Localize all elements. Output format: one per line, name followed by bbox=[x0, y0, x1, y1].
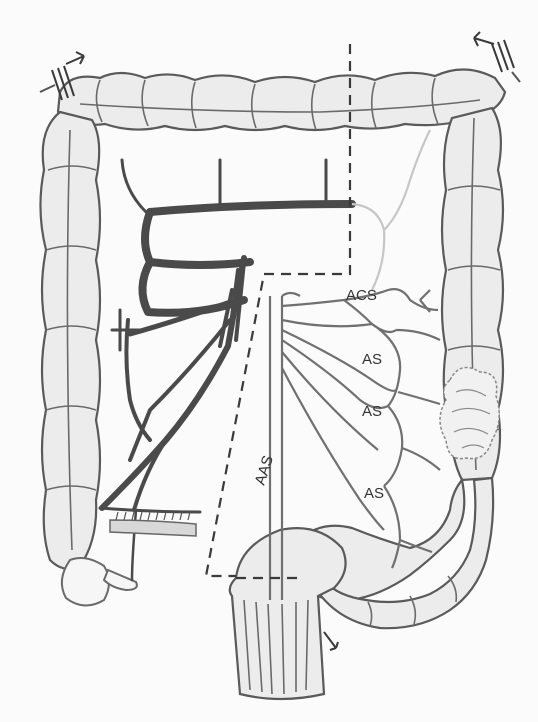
arrow-icon bbox=[324, 632, 338, 650]
label-as-middle: AS bbox=[362, 403, 382, 420]
tumor bbox=[440, 368, 499, 459]
arrow-icon bbox=[66, 52, 84, 64]
ligated-vessels bbox=[100, 160, 352, 580]
label-as-upper: AS bbox=[362, 351, 382, 368]
label-as-lower: AS bbox=[364, 485, 384, 502]
rectum bbox=[230, 528, 346, 699]
arrow-icon bbox=[474, 32, 494, 46]
label-aas: AAS bbox=[252, 453, 277, 487]
label-acs: ACS bbox=[346, 287, 377, 304]
mesentery-stub bbox=[110, 512, 196, 536]
cecum bbox=[62, 558, 109, 606]
transverse-colon bbox=[58, 69, 505, 130]
